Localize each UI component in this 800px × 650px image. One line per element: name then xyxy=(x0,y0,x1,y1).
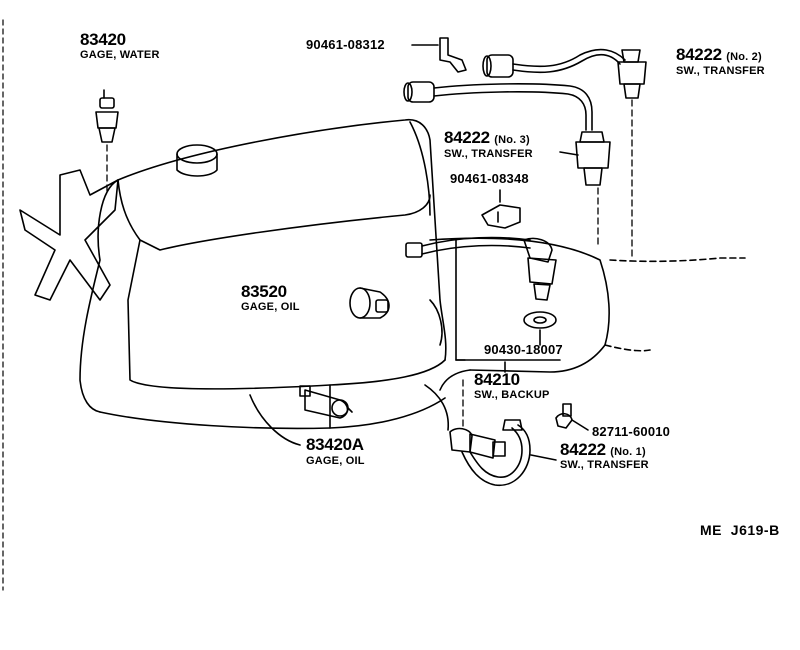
label-84222-no2-number: 84222 (No. 2) xyxy=(676,45,762,64)
gasket-90430-18007 xyxy=(523,311,557,346)
oil-pressure-gage-83520 xyxy=(349,287,390,319)
label-90461-08348: 90461-08348 xyxy=(450,171,529,186)
wire-clip-90461-08312 xyxy=(411,37,467,73)
leader-lines-84210 xyxy=(455,239,561,429)
label-90461-08312: 90461-08312 xyxy=(306,37,385,52)
transfer-switch-84222-no3 xyxy=(575,131,611,249)
wire-harness-backup xyxy=(405,236,531,258)
label-90430-18007: 90430-18007 xyxy=(484,342,563,357)
label-83420a-number: 83420A xyxy=(306,435,364,454)
engine-mount-bracket xyxy=(19,169,119,301)
transfer-switch-84222-no2 xyxy=(617,49,647,257)
leader-84222-no1 xyxy=(530,454,557,461)
diagram-reference-code: ME J619-B xyxy=(700,522,780,538)
label-83520-name: GAGE, OIL xyxy=(241,301,300,313)
engine-block xyxy=(79,118,450,446)
label-84222-no3-name: SW., TRANSFER xyxy=(444,148,533,160)
label-84222-no3-number: 84222 (No. 3) xyxy=(444,128,530,147)
wire-harness-no2 xyxy=(482,48,626,78)
label-84210-number: 84210 xyxy=(474,370,520,389)
label-84210-name: SW., BACKUP xyxy=(474,389,550,401)
label-83420-name: GAGE, WATER xyxy=(80,49,160,61)
label-83520-number: 83520 xyxy=(241,282,287,301)
clip-82711-60010 xyxy=(555,403,589,431)
label-83420-number: 83420 xyxy=(80,30,126,49)
transmission-outline xyxy=(429,237,610,373)
backup-switch-84210 xyxy=(449,419,531,486)
wire-clip-90461-08348 xyxy=(481,189,521,229)
label-82711-60010: 82711-60010 xyxy=(592,424,671,439)
water-temp-gage-83420 xyxy=(95,89,119,193)
transfer-switch-block xyxy=(523,237,557,301)
wire-harness-no3 xyxy=(403,81,593,131)
label-84222-no2-name: SW., TRANSFER xyxy=(676,65,765,77)
oil-filler-cap xyxy=(176,144,218,177)
oil-temp-gage-83420a xyxy=(299,385,353,419)
label-84222-no1-number: 84222 (No. 1) xyxy=(560,440,646,459)
label-83420a-name: GAGE, OIL xyxy=(306,455,365,467)
leader-84222-no3 xyxy=(559,151,579,156)
label-84222-no1-name: SW., TRANSFER xyxy=(560,459,649,471)
